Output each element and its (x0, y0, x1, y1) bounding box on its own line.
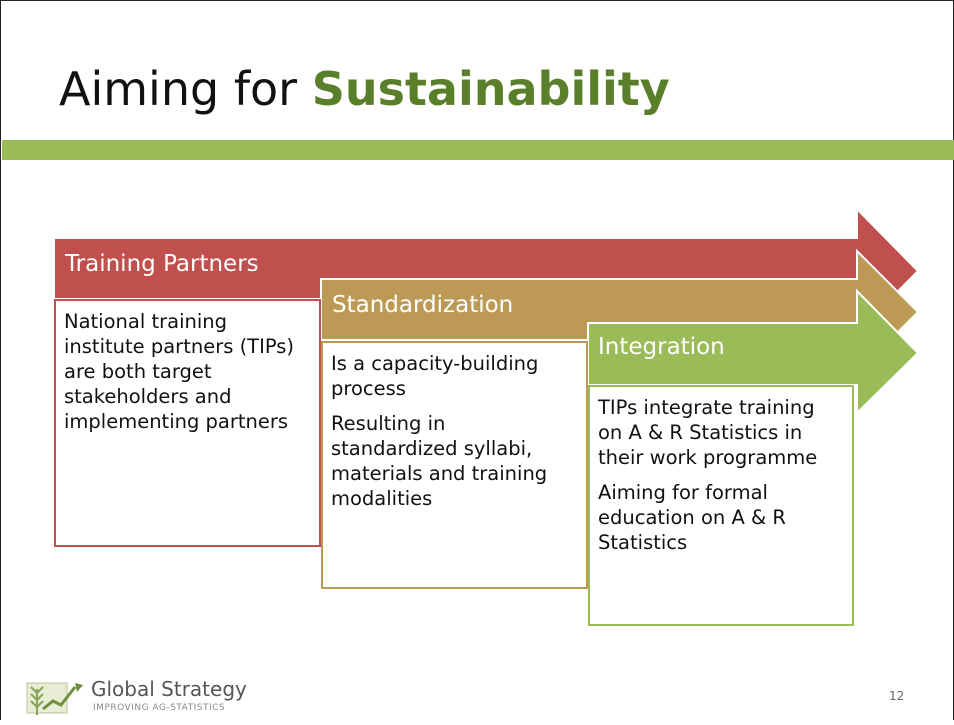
step-label-training-partners: Training Partners (65, 251, 259, 277)
step-text: Is a capacity-building process (331, 352, 539, 400)
global-strategy-logo: Global Strategy IMPROVING AG-STATISTICS (23, 675, 253, 721)
title-band (2, 140, 954, 160)
title-prefix: Aiming for (59, 62, 312, 116)
step-text: Aiming for formal education on A & R Sta… (598, 481, 786, 554)
logo-tagline: IMPROVING AG-STATISTICS (93, 703, 226, 713)
title-accent: Sustainability (311, 62, 670, 116)
wheat-chart-logo-icon (26, 682, 83, 715)
step-label-standardization: Standardization (332, 292, 514, 318)
step-box-standardization: Is a capacity-building process Resulting… (321, 341, 588, 589)
step-label-integration: Integration (598, 334, 725, 360)
logo-brand-text: Global Strategy (91, 677, 247, 701)
step-text: TIPs integrate training on A & R Statist… (598, 396, 818, 469)
page-number: 12 (889, 689, 905, 703)
step-box-integration: TIPs integrate training on A & R Statist… (588, 385, 854, 626)
step-box-training-partners: National training institute partners (TI… (54, 299, 321, 547)
step-text: National training institute partners (TI… (64, 310, 295, 433)
step-text: Resulting in standardized syllabi, mater… (331, 412, 548, 510)
slide-title: Aiming for Sustainability (59, 59, 670, 119)
